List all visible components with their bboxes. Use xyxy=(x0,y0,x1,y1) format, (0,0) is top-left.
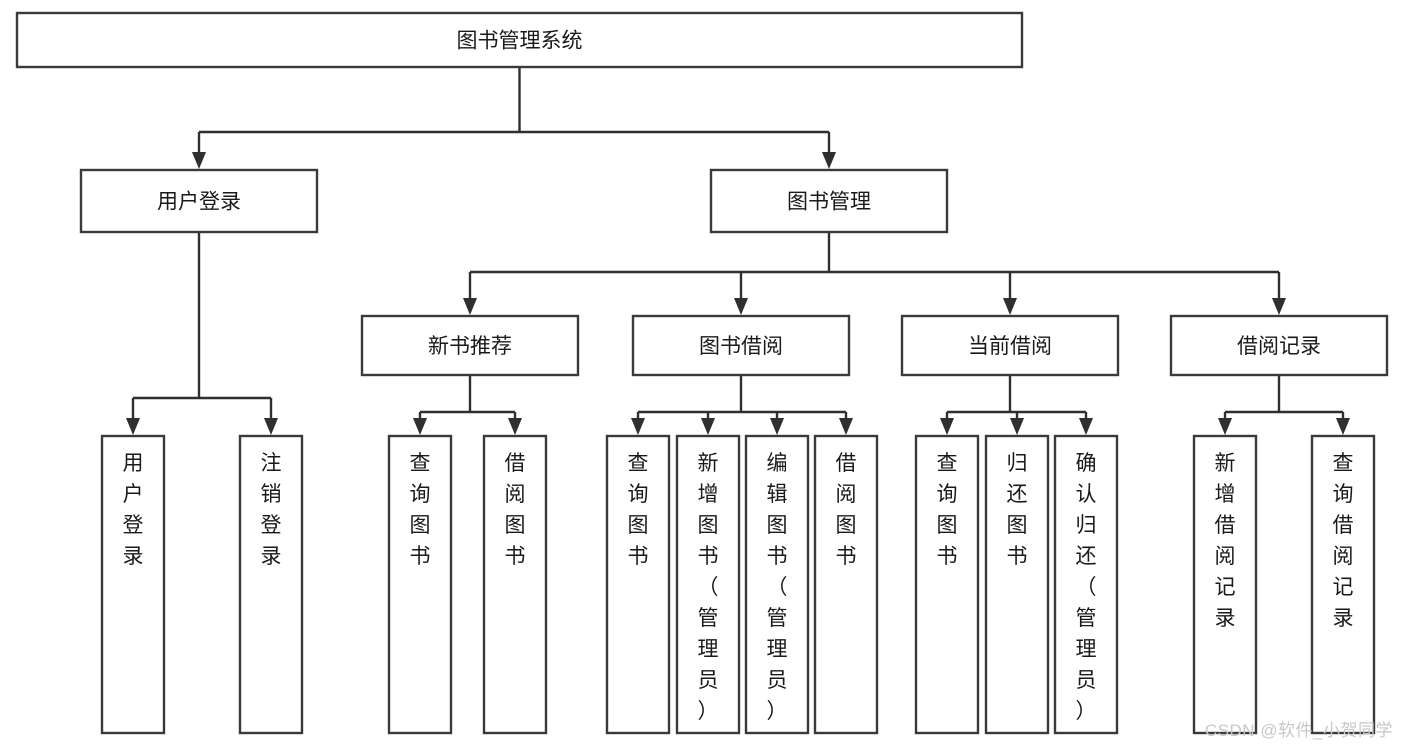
connector-arrow-icon xyxy=(631,418,645,435)
node-level2-1-label: 图书管理 xyxy=(787,191,871,214)
node-leaf-9-label: 归还图书 xyxy=(1007,452,1028,568)
node-leaf-4-label: 查询图书 xyxy=(628,452,649,568)
connector-arrow-icon xyxy=(1272,298,1286,315)
node-leaf-6-label: 编辑图书（管理员） xyxy=(767,452,788,723)
connector-arrow-icon xyxy=(734,298,748,315)
node-level3-3[interactable]: 借阅记录 xyxy=(1169,314,1389,377)
connector-arrow-icon xyxy=(413,418,427,435)
node-level3-1[interactable]: 图书借阅 xyxy=(631,314,851,377)
node-leaf-9[interactable]: 归还图书 xyxy=(984,434,1050,735)
node-leaf-9-rect[interactable] xyxy=(984,434,1050,735)
connector-arrow-icon xyxy=(1218,418,1232,435)
node-leaf-11-label: 新增借阅记录 xyxy=(1215,452,1236,630)
node-leaf-2-rect[interactable] xyxy=(387,434,453,735)
connector-arrow-icon xyxy=(264,418,278,435)
node-leaf-12-label: 查询借阅记录 xyxy=(1333,452,1354,630)
node-leaf-4-rect[interactable] xyxy=(605,434,671,735)
node-leaf-12[interactable]: 查询借阅记录 xyxy=(1310,434,1376,735)
connector-arrow-icon xyxy=(701,418,715,435)
node-leaf-6[interactable]: 编辑图书（管理员） xyxy=(744,434,810,735)
nodes-layer: 图书管理系统用户登录图书管理新书推荐图书借阅当前借阅借阅记录用户登录注销登录查询… xyxy=(15,11,1389,735)
node-root-label: 图书管理系统 xyxy=(457,30,583,53)
node-leaf-5-label: 新增图书（管理员） xyxy=(698,452,719,723)
node-leaf-0[interactable]: 用户登录 xyxy=(100,434,166,735)
connector-arrow-icon xyxy=(822,152,836,169)
node-level3-0[interactable]: 新书推荐 xyxy=(360,314,580,377)
node-leaf-8[interactable]: 查询图书 xyxy=(914,434,980,735)
node-leaf-10[interactable]: 确认归还（管理员） xyxy=(1053,434,1119,735)
node-leaf-12-rect[interactable] xyxy=(1310,434,1376,735)
node-leaf-6-rect[interactable] xyxy=(744,434,810,735)
node-level3-3-rect[interactable] xyxy=(1169,314,1389,377)
node-level2-1[interactable]: 图书管理 xyxy=(709,168,949,234)
node-level2-0-label: 用户登录 xyxy=(157,191,241,214)
node-leaf-7[interactable]: 借阅图书 xyxy=(813,434,879,735)
connector-arrow-icon xyxy=(192,152,206,169)
node-leaf-8-label: 查询图书 xyxy=(937,452,958,568)
node-leaf-8-rect[interactable] xyxy=(914,434,980,735)
connector-arrow-icon xyxy=(1010,418,1024,435)
node-leaf-7-label: 借阅图书 xyxy=(836,452,857,568)
node-leaf-5-rect[interactable] xyxy=(675,434,741,735)
node-leaf-11[interactable]: 新增借阅记录 xyxy=(1192,434,1258,735)
node-leaf-3[interactable]: 借阅图书 xyxy=(482,434,548,735)
node-level3-3-label: 借阅记录 xyxy=(1237,335,1321,358)
node-root-rect[interactable] xyxy=(15,11,1024,69)
connector-arrow-icon xyxy=(940,418,954,435)
node-leaf-2[interactable]: 查询图书 xyxy=(387,434,453,735)
node-leaf-7-rect[interactable] xyxy=(813,434,879,735)
node-leaf-3-label: 借阅图书 xyxy=(505,452,526,568)
node-level3-2-rect[interactable] xyxy=(900,314,1120,377)
connector-arrow-icon xyxy=(1336,418,1350,435)
node-leaf-5[interactable]: 新增图书（管理员） xyxy=(675,434,741,735)
node-leaf-4[interactable]: 查询图书 xyxy=(605,434,671,735)
connector-arrow-icon xyxy=(1003,298,1017,315)
node-leaf-1-label: 注销登录 xyxy=(261,452,282,568)
connector-arrow-icon xyxy=(839,418,853,435)
node-level3-2[interactable]: 当前借阅 xyxy=(900,314,1120,377)
connector-arrow-icon xyxy=(463,298,477,315)
connector-arrow-icon xyxy=(1079,418,1093,435)
connector-arrow-icon xyxy=(126,418,140,435)
node-level2-0[interactable]: 用户登录 xyxy=(79,168,319,234)
node-level3-1-label: 图书借阅 xyxy=(699,335,783,358)
node-level2-1-rect[interactable] xyxy=(709,168,949,234)
node-level3-1-rect[interactable] xyxy=(631,314,851,377)
node-level3-0-label: 新书推荐 xyxy=(428,335,512,358)
node-leaf-1-rect[interactable] xyxy=(238,434,304,735)
node-leaf-0-label: 用户登录 xyxy=(123,452,144,568)
node-leaf-0-rect[interactable] xyxy=(100,434,166,735)
node-level3-0-rect[interactable] xyxy=(360,314,580,377)
node-leaf-10-label: 确认归还（管理员） xyxy=(1076,452,1097,723)
node-leaf-11-rect[interactable] xyxy=(1192,434,1258,735)
node-leaf-3-rect[interactable] xyxy=(482,434,548,735)
node-leaf-2-label: 查询图书 xyxy=(410,452,431,568)
node-root[interactable]: 图书管理系统 xyxy=(15,11,1024,69)
connector-arrow-icon xyxy=(770,418,784,435)
node-leaf-10-rect[interactable] xyxy=(1053,434,1119,735)
node-leaf-1[interactable]: 注销登录 xyxy=(238,434,304,735)
node-level2-0-rect[interactable] xyxy=(79,168,319,234)
csdn-watermark: CSDN @软件_小贺同学 xyxy=(1204,721,1393,740)
connectors-layer xyxy=(126,67,1350,435)
connector-arrow-icon xyxy=(508,418,522,435)
node-level3-2-label: 当前借阅 xyxy=(968,335,1052,358)
